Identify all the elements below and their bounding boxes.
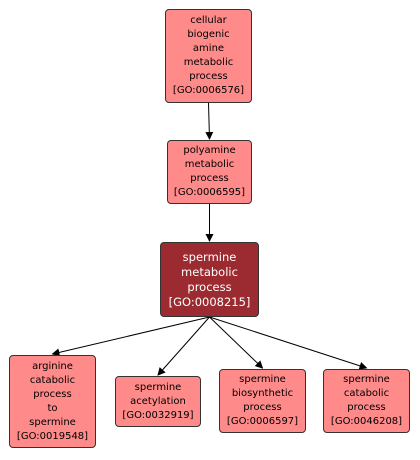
go-term-label-line: spermine <box>134 381 182 393</box>
go-term-label-line: process <box>243 402 282 413</box>
go-term-label-line: acetylation <box>130 395 186 407</box>
go-term-label-line: [GO:0046208] <box>330 416 403 427</box>
go-term-label-line: spermine <box>239 374 286 385</box>
go-term-label-line: arginine <box>32 360 73 372</box>
go-term-label-line: process <box>33 388 72 400</box>
go-term-node[interactable]: cellular biogenic amine metabolic process [GO… <box>165 9 252 103</box>
go-term-label-line: to <box>47 402 58 414</box>
go-term-label-line: [GO:0032919] <box>122 409 194 421</box>
go-term-label-line: [GO:0006597] <box>226 416 299 427</box>
go-term-label-line: spermine <box>343 374 390 385</box>
go-term-node[interactable]: spermine catabolic process [GO:0046208] <box>323 369 410 433</box>
go-term-label-line: cellular <box>190 15 227 26</box>
go-term-label-line: spermine <box>29 416 76 428</box>
go-term-label-line: metabolic <box>184 159 235 170</box>
edge-arrow <box>157 316 210 376</box>
edge-arrow <box>205 102 214 140</box>
go-term-node[interactable]: arginine catabolic process to spermine [GO:00… <box>9 355 96 448</box>
edge-arrow <box>209 316 368 370</box>
edge-arrow <box>209 316 264 369</box>
go-term-label-line: catabolic <box>29 374 76 386</box>
go-term-label-line: biogenic <box>187 29 230 40</box>
go-term-label-line: metabolic <box>181 264 238 279</box>
go-term-label-line: [GO:0019548] <box>16 430 89 442</box>
edge-arrow <box>51 316 210 357</box>
go-term-label-line: [GO:0006576] <box>172 85 245 96</box>
go-term-label-line: biosynthetic <box>231 388 294 399</box>
go-term-node[interactable]: polyamine metabolic process [GO:0006595] <box>167 140 252 204</box>
go-term-label-line: polyamine <box>183 145 236 156</box>
go-term-label-line: spermine <box>182 249 237 264</box>
go-term-label-line: [GO:0008215] <box>168 294 251 309</box>
go-term-label-line: amine <box>192 43 225 54</box>
go-term-label-line: metabolic <box>183 57 234 68</box>
go-term-node[interactable]: spermine acetylation [GO:0032919] <box>115 376 201 427</box>
go-term-label-line: catabolic <box>343 388 390 399</box>
go-term-label-line: process <box>347 402 386 413</box>
go-term-label-line: process <box>189 71 228 82</box>
go-term-label-line: [GO:0006595] <box>173 187 246 198</box>
go-term-label-line: process <box>190 173 229 184</box>
go-term-label-line: process <box>187 279 232 294</box>
go-term-node[interactable]: spermine biosynthetic process [GO:0006597] <box>219 369 306 433</box>
